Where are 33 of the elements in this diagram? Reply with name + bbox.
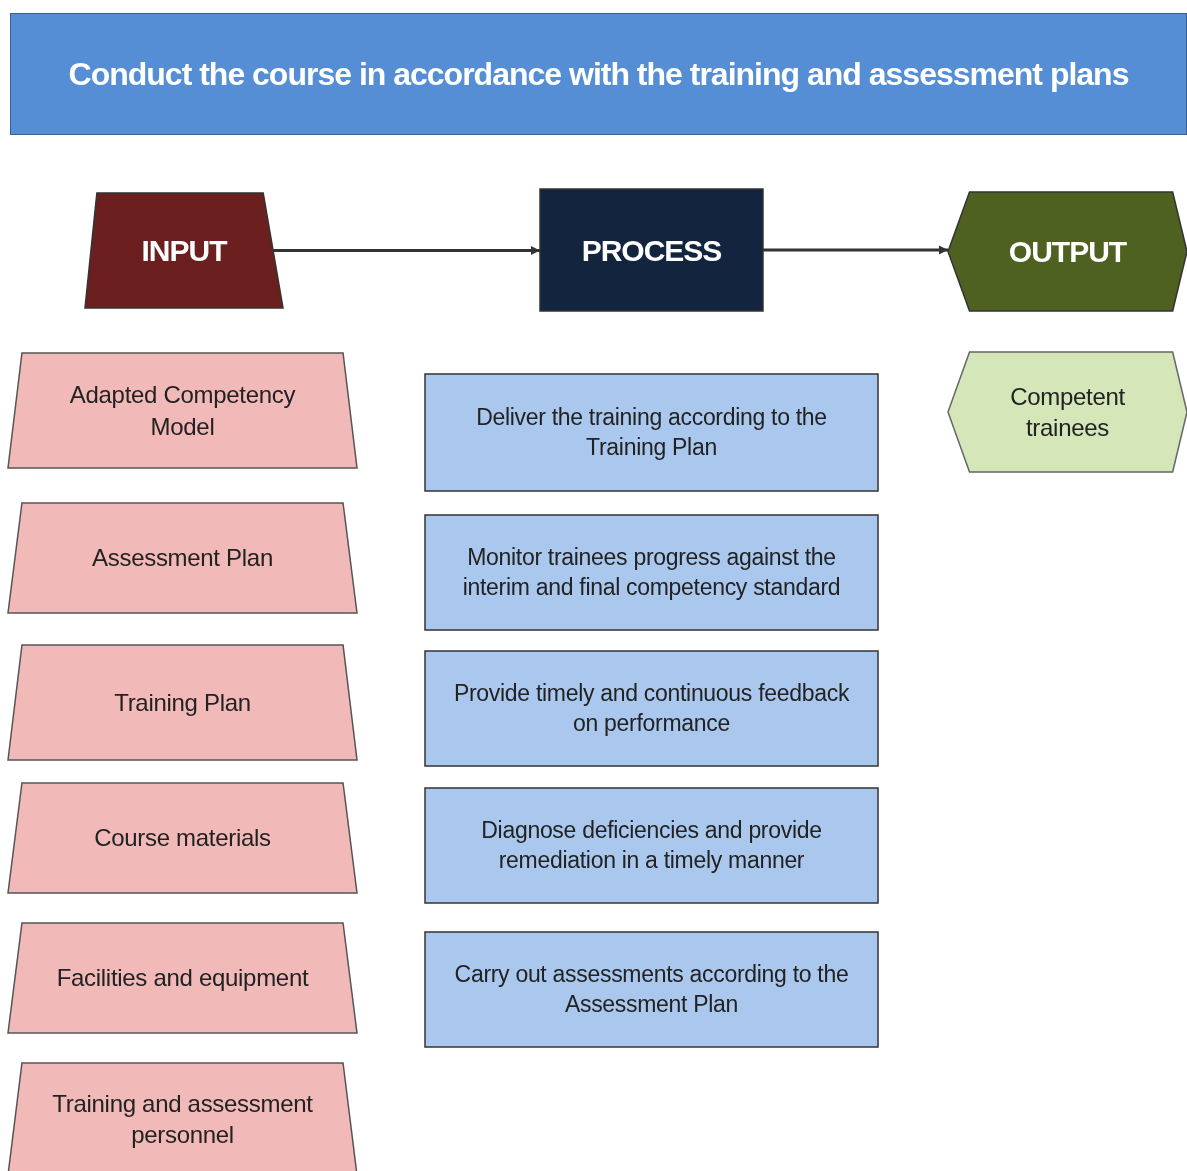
node-label: Assessment Plan [92,543,273,574]
node-label: Competent trainees [1009,381,1126,443]
trapezoid-box [8,923,357,1033]
trapezoid-box [8,353,357,468]
title-banner: Conduct the course in accordance with the training and assessment plans [10,13,1187,135]
column-heading: INPUT [141,233,227,269]
node-label: Diagnose deficiencies and provide remediation in a timely manner [480,815,823,875]
arrow [763,245,948,255]
trapezoid-box [8,503,357,613]
hexagon-box [948,352,1187,472]
node-label: Facilities and equipment [56,963,309,994]
trapezoid-box [8,783,357,893]
process-box [425,932,878,1047]
process-box [425,788,878,903]
node-label: Carry out assessments according to the Assessment Plan [453,959,850,1019]
node-label: Course materials [94,823,271,854]
column-heading: OUTPUT [1008,234,1127,270]
node-label: Training and assessment personnel [51,1088,314,1150]
trapezoid-box [8,645,357,760]
node-label: Adapted Competency Model [68,380,297,442]
node-label: Deliver the training according to the Training Plan [475,402,828,462]
process-box [425,374,878,491]
node-label: Training Plan [114,687,251,718]
trapezoid-box [8,1063,357,1171]
trapezoid-box [85,193,283,308]
hexagon-box [948,192,1187,311]
process-box [425,515,878,630]
node-label: Provide timely and continuous feedback on performance [452,678,851,738]
process-box [425,651,878,766]
process-box [540,189,763,311]
column-heading: PROCESS [581,232,722,269]
arrow [273,246,540,255]
node-label: Monitor trainees progress against the interim and final competency standard [461,542,842,602]
